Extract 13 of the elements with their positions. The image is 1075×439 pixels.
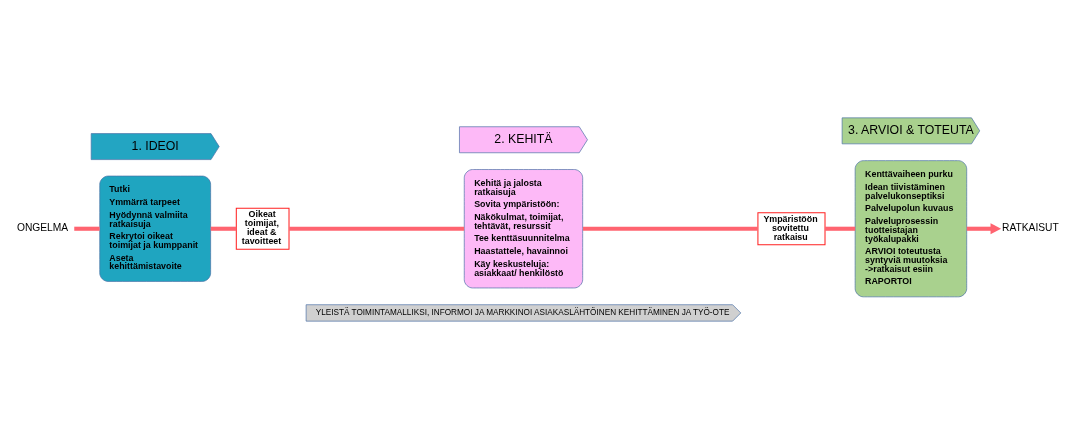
node-box: Kenttävaiheen purku Idean tiivistäminen palvelukonseptiksi Palvelupolun kuvaus Palveluprosessin tuotteistajan työkalupakki ARVIOI toteutusta syntyviä muutoksia ->ratkaisut esiin RAPORTOI — [854, 160, 968, 298]
node-box: Kehitä ja jalosta ratkaisuja Sovita ympäristöön: Näkökulmat, toimijat, tehtävät, resurssit Tee kenttäsuunnitelma Haastattele, havainnoi Käy keskusteluja: asiakkaat/ henkilöstö — [463, 169, 583, 289]
connector — [210, 226, 237, 231]
node-box: Tutki Ymmärrä tarpeet Hyödynnä valmiita ratkaisuja Rekrytoi oikeat toimijat ja kumppanit Aseta kehittämistavoite — [99, 175, 211, 282]
arrow — [966, 223, 1002, 235]
connector — [74, 226, 100, 231]
node-box: Ympäristöön sovitettu ratkaisu — [757, 212, 826, 246]
node-text: ONGELMA — [16, 222, 69, 234]
connector — [825, 226, 856, 231]
node-text: RATKAISUT — [1001, 222, 1059, 234]
connector — [289, 226, 465, 231]
node-box: Oikeat toimijat, ideat & tavoitteet — [235, 207, 290, 250]
connector — [583, 226, 758, 231]
